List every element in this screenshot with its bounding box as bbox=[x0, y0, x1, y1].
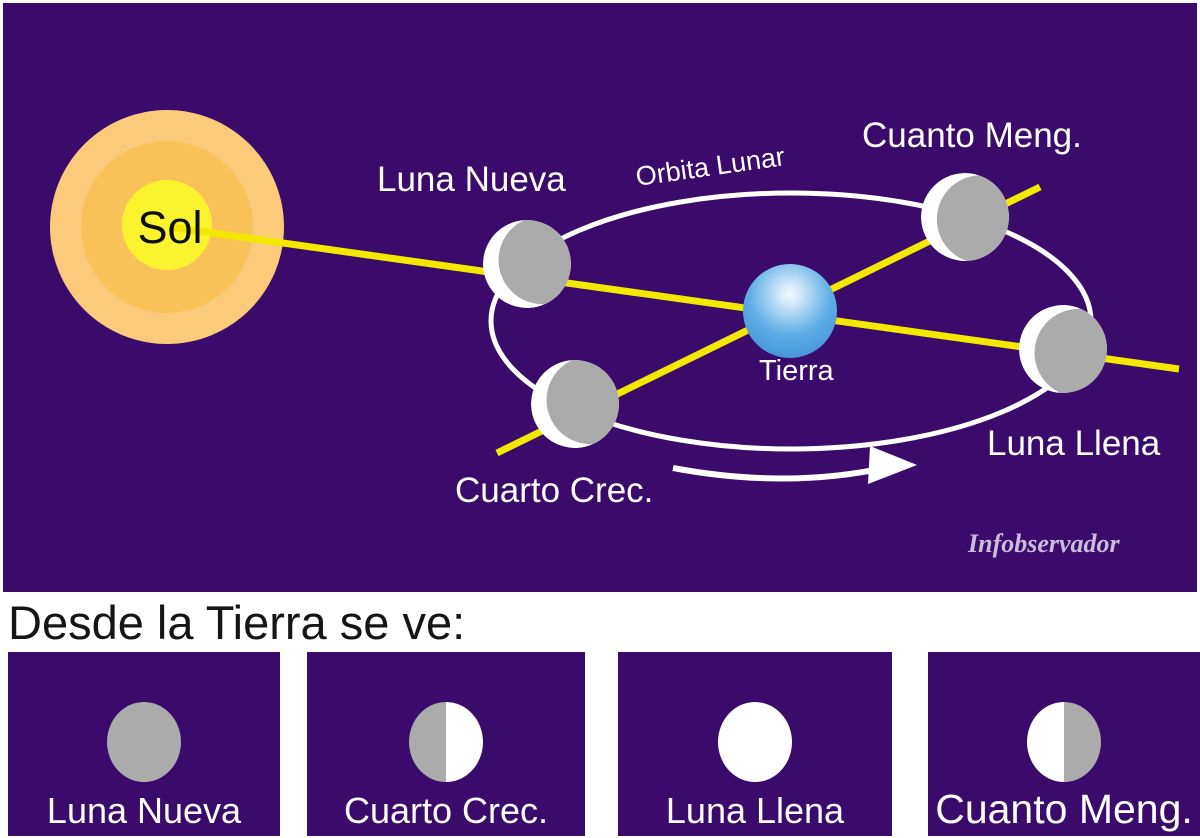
waxing-quarter-label: Cuarto Crec. bbox=[455, 471, 654, 510]
moon-waning-quarter bbox=[921, 173, 1015, 264]
earth-label: Tierra bbox=[759, 355, 834, 387]
sun-icon bbox=[50, 110, 284, 344]
sun-ray-line bbox=[168, 223, 1180, 373]
waning-quarter-label: Cuanto Meng. bbox=[862, 116, 1082, 155]
panel-label: Luna Nueva bbox=[46, 790, 242, 831]
watermark: Infobservador bbox=[968, 529, 1120, 558]
full-moon-phase-icon bbox=[718, 702, 792, 782]
orbit-diagram-canvas bbox=[50, 110, 1180, 484]
moon-new bbox=[483, 216, 581, 308]
full-moon-label: Luna Llena bbox=[987, 424, 1161, 463]
earth-icon bbox=[743, 264, 837, 358]
new-moon-phase-icon bbox=[107, 702, 181, 782]
last-quarter-phase-icon bbox=[1027, 702, 1101, 782]
moon-full bbox=[1019, 305, 1117, 397]
sun-label: Sol bbox=[137, 202, 203, 253]
first-quarter-phase-icon bbox=[409, 702, 483, 782]
orbit-direction-arrow bbox=[672, 446, 917, 484]
orbit-diagram: Sol Luna Nueva Cuanto Meng. Orbita Lunar… bbox=[3, 3, 1197, 592]
earth-view-heading: Desde la Tierra se ve: bbox=[8, 595, 466, 649]
moon-waxing-quarter bbox=[531, 356, 629, 448]
phase-panel-full-moon: Luna Llena bbox=[618, 652, 892, 836]
panel-label: Cuanto Meng. bbox=[935, 786, 1193, 832]
new-moon-label: Luna Nueva bbox=[377, 160, 566, 199]
panel-label: Cuarto Crec. bbox=[343, 790, 549, 831]
panel-label: Luna Llena bbox=[665, 790, 845, 831]
phase-panel-first-quarter: Cuarto Crec. bbox=[307, 652, 585, 836]
phase-panel-new-moon: Luna Nueva bbox=[8, 652, 280, 836]
phase-panel-last-quarter: Cuanto Meng. bbox=[928, 652, 1200, 836]
